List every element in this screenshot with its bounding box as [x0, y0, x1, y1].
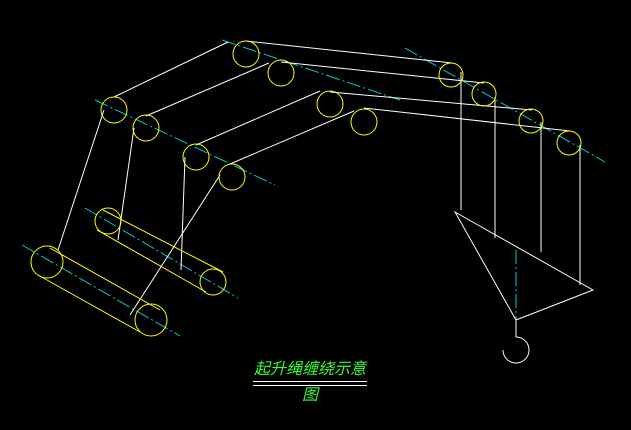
pulley-block-upper-a: [94, 207, 122, 235]
caption-underline-1: [253, 381, 367, 382]
lower-block-cylinders: [37, 209, 224, 333]
pulley-block-lower-a: [30, 245, 64, 279]
pulley-block-lower-b: [134, 303, 168, 337]
cyl-upper-edge-top: [102, 209, 224, 273]
pulley-top-2: [267, 59, 295, 87]
pulley-top-1: [232, 40, 260, 68]
rope-slope-3: [195, 90, 321, 146]
cyl-lower-edge-top: [49, 247, 161, 311]
rope-slope-1: [113, 41, 229, 98]
axis-top-right: [404, 47, 606, 163]
rope-slope-2: [145, 62, 270, 117]
axis-lines: [21, 39, 606, 338]
axis-block-lower: [21, 244, 181, 337]
pulley-mid-4: [350, 108, 378, 136]
rope-top-1: [245, 40, 453, 64]
rope-top-4: [363, 107, 571, 132]
diagram-caption: 起升绳缠绕示意图: [253, 359, 366, 404]
pulley-right-1: [438, 62, 464, 88]
hook-block: [453, 210, 595, 321]
rope-lines: [57, 40, 595, 364]
rope-top-2: [280, 61, 485, 84]
cyl-upper-edge-bottom: [96, 229, 207, 293]
pulley-block-upper-b: [199, 268, 227, 296]
pulley-low-2: [218, 163, 246, 191]
pulley-right-4: [556, 130, 582, 156]
pulley-low-1: [182, 143, 210, 171]
rope-down-1: [57, 109, 105, 251]
axis-mid-left: [94, 99, 276, 186]
cyl-lower-edge-bottom: [37, 274, 141, 333]
axis-top-left: [221, 39, 401, 101]
pulley-mid-3: [316, 90, 344, 118]
pulley-mid-2: [132, 114, 160, 142]
rope-down-3: [180, 156, 186, 271]
hook-icon: [502, 336, 530, 364]
pulley-right-3: [518, 108, 544, 134]
pulley-right-2: [471, 81, 497, 107]
rope-down-4: [129, 174, 221, 316]
caption-underline-2: [253, 385, 367, 386]
rope-top-3: [329, 91, 533, 111]
pulley-mid-1: [100, 96, 128, 124]
pulleys: [30, 40, 582, 337]
axis-block-upper: [84, 207, 239, 299]
rope-slope-4: [229, 110, 355, 165]
